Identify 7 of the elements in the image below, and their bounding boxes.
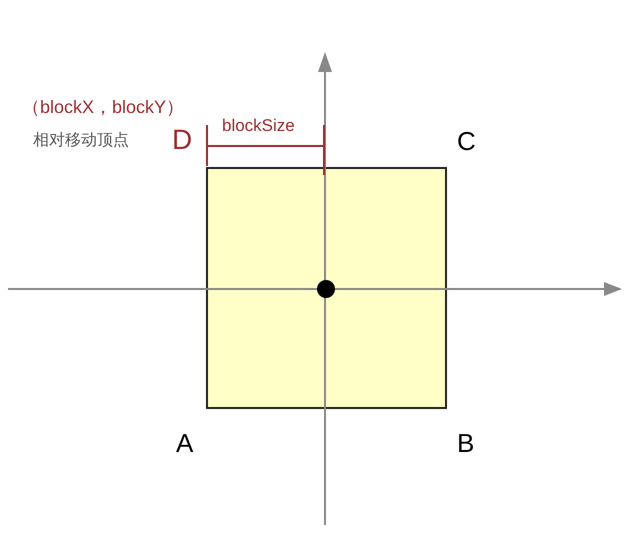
vertex-label: B: [457, 430, 474, 456]
vertex-label: A: [176, 430, 194, 456]
coordinate-label: （blockX，blockY）: [22, 98, 184, 116]
dimension-label: blockSize: [222, 117, 295, 134]
vertex-description: 相对移动顶点: [33, 133, 129, 149]
vertex-label: D: [172, 126, 192, 154]
vertex-label: C: [457, 128, 476, 154]
